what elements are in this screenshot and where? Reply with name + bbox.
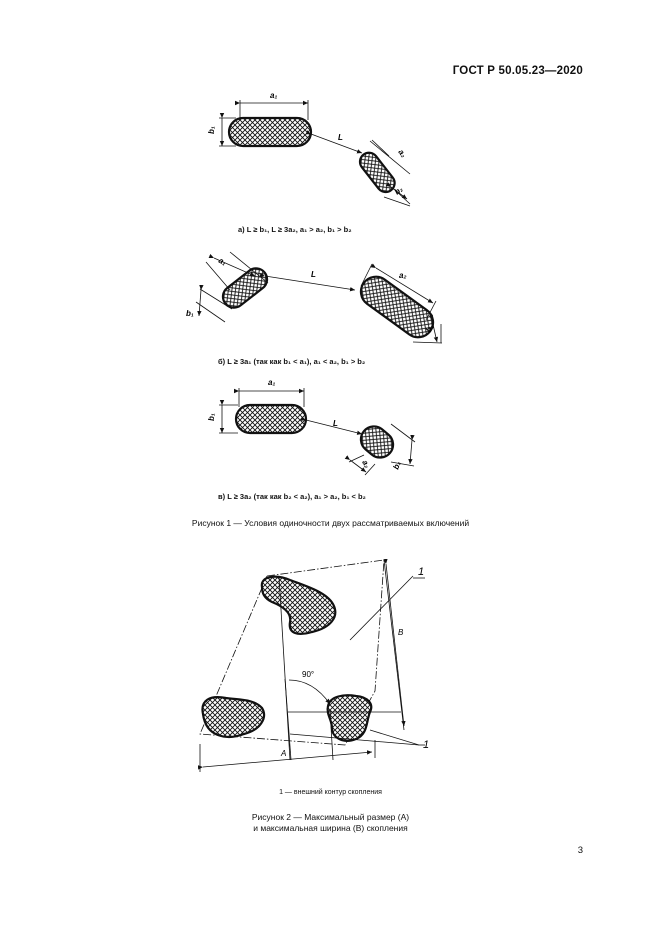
label-A: A (280, 749, 286, 758)
inclusion-top (260, 575, 337, 635)
figure2-legend: 1 — внешний контур скопления (279, 789, 382, 796)
figure2-title-line1: Рисунок 2 — Максимальный размер (A) (251, 812, 410, 822)
label-1-top: 1 (418, 566, 424, 578)
inclusion-1 (227, 116, 313, 148)
inclusion-left (201, 696, 266, 738)
panel-b-caption: б) L ≥ 3a₁ (так как b₁ < a₁), a₁ < a₂, b… (218, 357, 366, 366)
label-a1: a₁ (217, 256, 228, 268)
label-L: L (333, 419, 338, 428)
figure1-title: Рисунок 1 — Условия одиночности двух рас… (191, 518, 470, 528)
label-b1: b₁ (207, 126, 216, 134)
figure1-panel-b (195, 251, 443, 344)
label-L: L (311, 270, 316, 279)
figure1-panel-c (219, 388, 416, 476)
inclusion-right (326, 694, 373, 742)
label-b1: b₁ (207, 413, 216, 421)
label-b2: b₂ (424, 323, 436, 334)
panel-a-caption: а) L ≥ b₁, L ≥ 3a₂, a₁ > a₂, b₁ > b₂ (238, 225, 352, 234)
label-B: B (398, 628, 404, 637)
figure2-drawing (197, 558, 425, 772)
panel-c-caption: в) L ≥ 3a₂ (так как b₂ < a₂), a₁ > a₂, b… (218, 492, 366, 501)
inclusion-2 (359, 425, 395, 459)
inclusion-1 (234, 403, 308, 435)
figure2-title-line2: и максимальная ширина (B) скопления (253, 823, 408, 833)
label-a2: a₂ (396, 148, 408, 159)
inclusion-1 (221, 267, 269, 309)
label-a1: a₁ (270, 91, 277, 100)
label-b2: b₂ (391, 460, 402, 471)
label-b1: b₁ (186, 309, 194, 318)
label-a2: a₂ (360, 459, 372, 470)
label-b2: b₂ (393, 185, 405, 197)
document-code: ГОСТ Р 50.05.23—2020 (452, 65, 583, 77)
inclusion-2 (359, 275, 435, 339)
label-L: L (338, 133, 343, 142)
label-a2: a₂ (399, 271, 407, 280)
label-a1: a₁ (268, 378, 275, 387)
inclusion-2 (358, 151, 396, 194)
label-1-bottom: 1 (423, 739, 429, 751)
figure1-panel-a (219, 100, 411, 207)
label-90deg: 90° (302, 670, 314, 679)
page-number: 3 (577, 845, 583, 856)
